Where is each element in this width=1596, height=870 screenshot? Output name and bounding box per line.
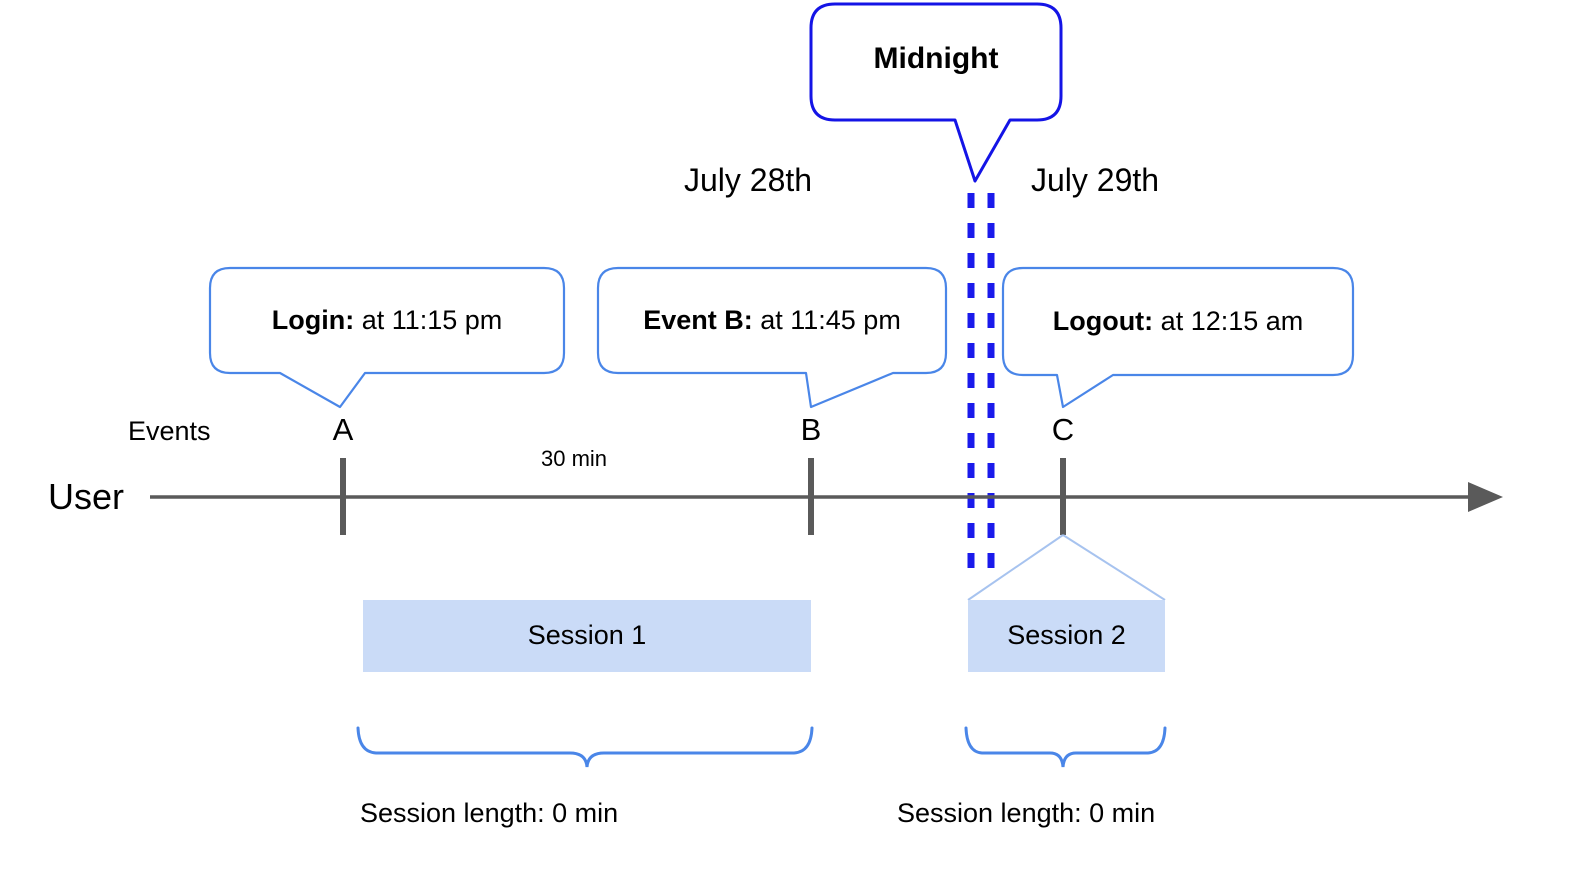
midnight-label: Midnight xyxy=(873,42,999,75)
events-row-label: Events xyxy=(128,416,211,446)
midnight-divider-lines xyxy=(967,193,995,583)
date-label-july-28: July 28th xyxy=(684,162,813,198)
event-b-callout-shape xyxy=(596,266,948,409)
login-callout-lead: Login: xyxy=(271,305,355,335)
session-bars xyxy=(363,600,1165,672)
logout-callout-lead: Logout: xyxy=(1052,306,1154,336)
session-2-length-label: Session length: 0 min xyxy=(897,798,1156,828)
event-b-callout-text: Event B: at 11:45 pm xyxy=(598,307,946,334)
event-letter-b: B xyxy=(800,412,822,447)
event-tick-marks xyxy=(340,458,1066,535)
event-b-callout-detail: at 11:45 pm xyxy=(752,305,901,335)
login-callout-detail: at 11:15 pm xyxy=(354,305,503,335)
session2-connector xyxy=(967,534,1166,601)
session-1-brace xyxy=(356,726,814,768)
login-callout-text: Login: at 11:15 pm xyxy=(210,307,564,334)
session-braces xyxy=(356,726,1167,768)
login-callout-shape xyxy=(208,266,566,409)
session-1-length-label: Session length: 0 min xyxy=(360,798,619,828)
gap-duration-label: 30 min xyxy=(541,446,608,471)
session-1-label: Session 1 xyxy=(527,620,647,650)
midnight-callout-shape xyxy=(809,2,1063,183)
session-2-bar xyxy=(968,600,1165,672)
event-b-callout-lead: Event B: xyxy=(643,305,753,335)
session-1-bar xyxy=(363,600,811,672)
logout-callout-text: Logout: at 12:15 am xyxy=(1003,308,1353,335)
session-2-label: Session 2 xyxy=(1007,620,1126,650)
user-row-label: User xyxy=(48,476,125,517)
session-2-brace xyxy=(964,726,1167,768)
date-label-july-29: July 29th xyxy=(1031,162,1160,198)
event-letter-c: C xyxy=(1051,412,1075,447)
logout-callout-shape xyxy=(1001,266,1355,409)
event-letter-a: A xyxy=(332,412,354,447)
timeline-axis xyxy=(150,482,1503,512)
logout-callout-detail: at 12:15 am xyxy=(1153,306,1304,336)
